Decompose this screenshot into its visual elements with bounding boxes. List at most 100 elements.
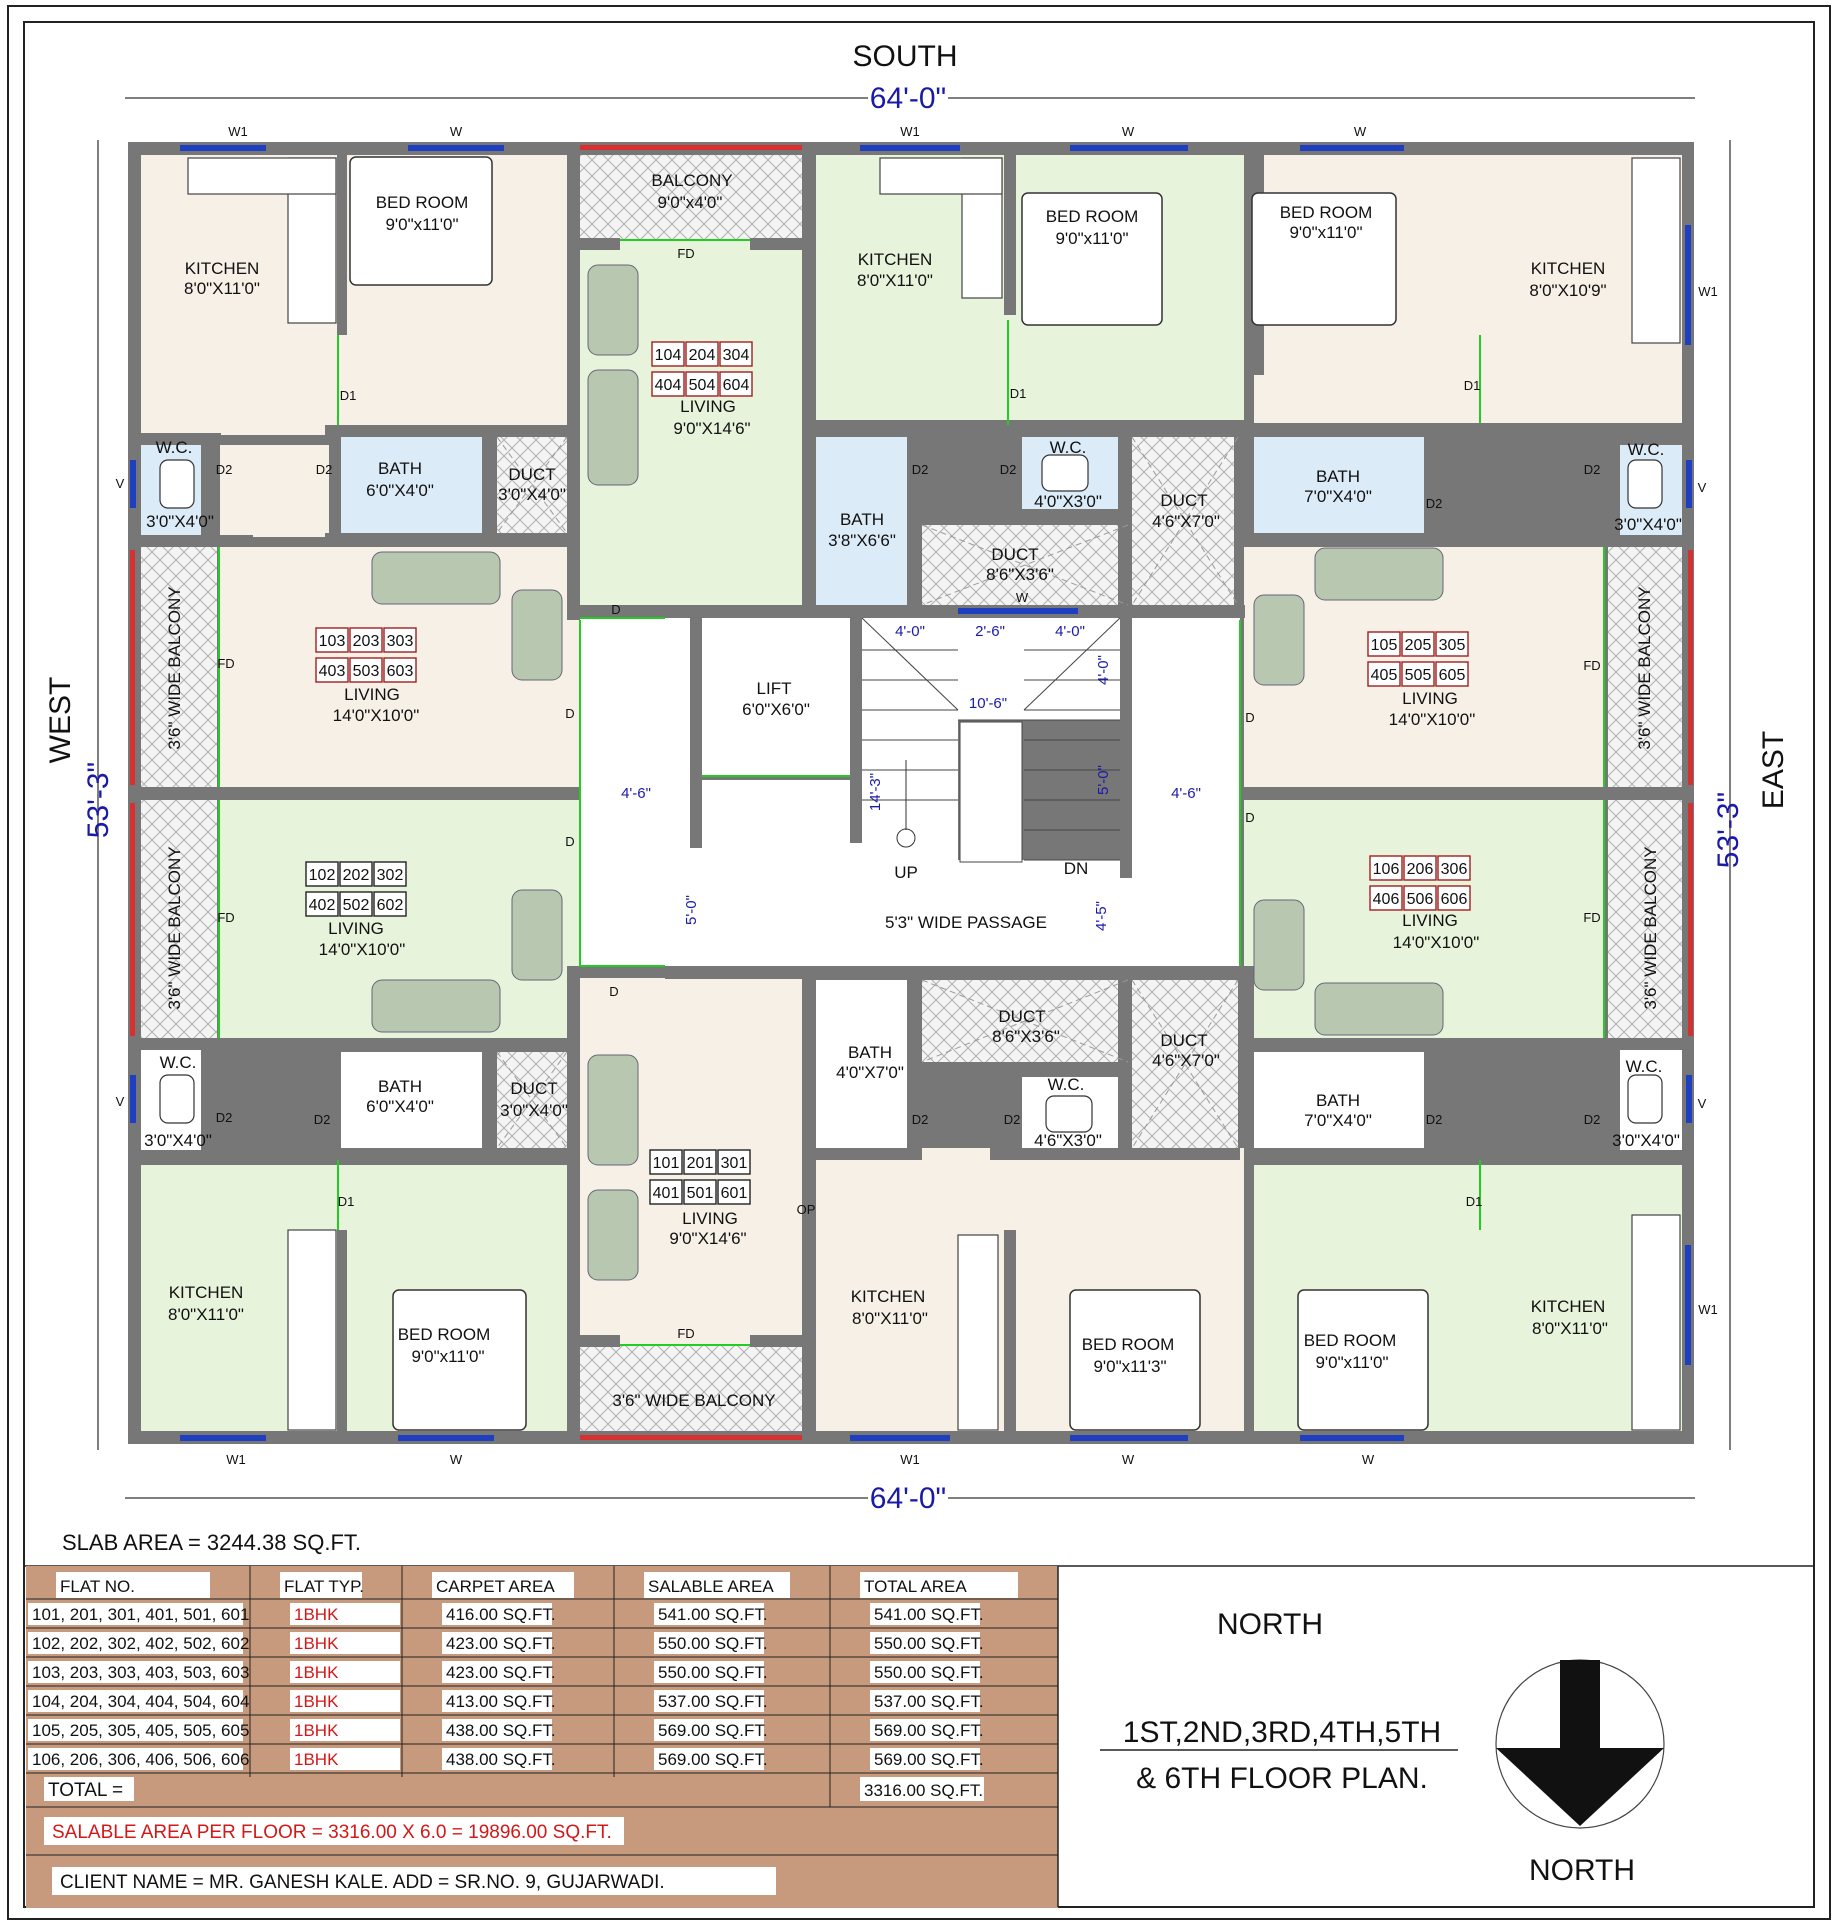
flat-number: 504 bbox=[689, 377, 716, 394]
flat-number-box bbox=[1367, 661, 1401, 687]
flat-number-box bbox=[315, 657, 349, 683]
flat-number: 206 bbox=[1407, 861, 1434, 878]
flat-number: 104 bbox=[655, 347, 682, 364]
kitchen-label: KITCHEN bbox=[185, 259, 260, 278]
table-cell-bg bbox=[870, 1661, 980, 1683]
svg-text:14'0"X10'0": 14'0"X10'0" bbox=[1393, 933, 1480, 952]
bath-label: BATH bbox=[378, 459, 422, 478]
flat-number-box bbox=[719, 341, 753, 367]
table-cell: 438.00 SQ.FT. bbox=[446, 1750, 556, 1769]
flat-number-box bbox=[649, 1149, 683, 1175]
table-cell: 569.00 SQ.FT. bbox=[874, 1721, 984, 1740]
table-cell-bg bbox=[442, 1748, 552, 1770]
svg-text:4'-0": 4'-0" bbox=[1055, 623, 1085, 640]
svg-text:9'0"x4'0": 9'0"x4'0" bbox=[658, 193, 723, 212]
wc-label: W.C. bbox=[156, 438, 193, 457]
stair-well bbox=[959, 721, 1023, 863]
svg-text:W1: W1 bbox=[228, 124, 248, 139]
table-cell-bg bbox=[290, 1603, 400, 1625]
overall-height-right: 53'-3" bbox=[1712, 792, 1745, 868]
north-label-top: NORTH bbox=[1217, 1608, 1323, 1641]
table-cell: 1BHK bbox=[294, 1692, 339, 1711]
svg-text:DUCT: DUCT bbox=[998, 1007, 1045, 1026]
table-cell-bg bbox=[870, 1748, 980, 1770]
svg-text:D2: D2 bbox=[912, 1112, 929, 1127]
svg-text:3'6" WIDE BALCONY: 3'6" WIDE BALCONY bbox=[1641, 846, 1660, 1009]
svg-text:7'0"X4'0": 7'0"X4'0" bbox=[1304, 487, 1372, 506]
table-cell-bg bbox=[654, 1603, 764, 1625]
table-cell: 104, 204, 304, 404, 504, 604 bbox=[32, 1692, 249, 1711]
flat-number-box bbox=[1435, 661, 1469, 687]
table-header-bg bbox=[280, 1572, 362, 1598]
table-cell: 569.00 SQ.FT. bbox=[874, 1750, 984, 1769]
flat-number: 501 bbox=[687, 1185, 714, 1202]
svg-text:W: W bbox=[450, 124, 463, 139]
table-cell: 1BHK bbox=[294, 1721, 339, 1740]
table-cell-bg bbox=[654, 1690, 764, 1712]
flat-number-box bbox=[719, 371, 753, 397]
table-cell-bg bbox=[442, 1719, 552, 1741]
flat-number-box bbox=[717, 1149, 751, 1175]
table-cell: 569.00 SQ.FT. bbox=[658, 1721, 768, 1740]
flat-number-box bbox=[349, 657, 383, 683]
svg-text:D1: D1 bbox=[1010, 386, 1027, 401]
salable-area-per-floor: SALABLE AREA PER FLOOR = 3316.00 X 6.0 =… bbox=[52, 1822, 612, 1843]
flat-number: 101 bbox=[653, 1155, 680, 1172]
svg-text:W1: W1 bbox=[1698, 284, 1718, 299]
flat-number: 606 bbox=[1441, 891, 1468, 908]
client-details: CLIENT NAME = MR. GANESH KALE. ADD = SR.… bbox=[60, 1872, 665, 1893]
flat-number: 601 bbox=[721, 1185, 748, 1202]
flat-number: 505 bbox=[1405, 667, 1432, 684]
flat-number-box bbox=[373, 861, 407, 887]
table-cell-bg bbox=[28, 1719, 243, 1741]
flat-number-box bbox=[1401, 661, 1435, 687]
table-cell-bg bbox=[442, 1661, 552, 1683]
flat-number-box bbox=[383, 657, 417, 683]
bath-size: 6'0"X4'0" bbox=[366, 481, 434, 500]
svg-text:DUCT: DUCT bbox=[510, 1079, 557, 1098]
svg-text:14'0"X10'0": 14'0"X10'0" bbox=[1389, 710, 1476, 729]
flat-number: 602 bbox=[377, 897, 404, 914]
table-cell: 101, 201, 301, 401, 501, 601 bbox=[32, 1605, 249, 1624]
svg-text:D2: D2 bbox=[1426, 1112, 1443, 1127]
svg-text:9'0"x11'3": 9'0"x11'3" bbox=[1093, 1357, 1166, 1376]
staircase bbox=[861, 617, 1121, 861]
table-header: FLAT TYP. bbox=[284, 1577, 364, 1596]
svg-text:BED ROOM: BED ROOM bbox=[1304, 1331, 1397, 1350]
flat-number: 306 bbox=[1441, 861, 1468, 878]
duct-label: DUCT bbox=[508, 465, 555, 484]
flat-number-box bbox=[685, 341, 719, 367]
table-cell: 106, 206, 306, 406, 506, 606 bbox=[32, 1750, 249, 1769]
flat-number-box bbox=[1437, 885, 1471, 911]
flat-number-box bbox=[305, 891, 339, 917]
slab-area: SLAB AREA = 3244.38 SQ.FT. bbox=[62, 1530, 361, 1555]
living-size: 14'0"X10'0" bbox=[333, 706, 420, 725]
flat-number: 404 bbox=[655, 377, 682, 394]
flat-number: 301 bbox=[721, 1155, 748, 1172]
svg-text:BED ROOM: BED ROOM bbox=[1082, 1335, 1175, 1354]
svg-text:W1: W1 bbox=[1698, 1302, 1718, 1317]
flat-number: 102 bbox=[309, 867, 336, 884]
wc-size: 3'0"X4'0" bbox=[146, 512, 214, 531]
flat-number: 105 bbox=[1371, 637, 1398, 654]
flat-number-box bbox=[1401, 631, 1435, 657]
west-label: WEST bbox=[44, 677, 77, 764]
svg-text:5'-0": 5'-0" bbox=[1095, 765, 1112, 795]
svg-text:3'0"X4'0": 3'0"X4'0" bbox=[144, 1131, 212, 1150]
south-label: SOUTH bbox=[853, 40, 958, 73]
svg-text:D2: D2 bbox=[216, 1110, 233, 1125]
table-header-bg bbox=[644, 1572, 790, 1598]
flat-number: 204 bbox=[689, 347, 716, 364]
outer-frame bbox=[7, 5, 1831, 1920]
overall-width-top: 64'-0" bbox=[870, 82, 946, 115]
svg-text:8'0"X11'0": 8'0"X11'0" bbox=[168, 1305, 244, 1324]
table-cell-bg bbox=[290, 1719, 400, 1741]
table-cell-bg bbox=[28, 1632, 243, 1654]
svg-text:9'0"x11'0": 9'0"x11'0" bbox=[1315, 1353, 1388, 1372]
overall-height-left: 53'-3" bbox=[82, 762, 115, 838]
dn-label: DN bbox=[1064, 859, 1089, 878]
